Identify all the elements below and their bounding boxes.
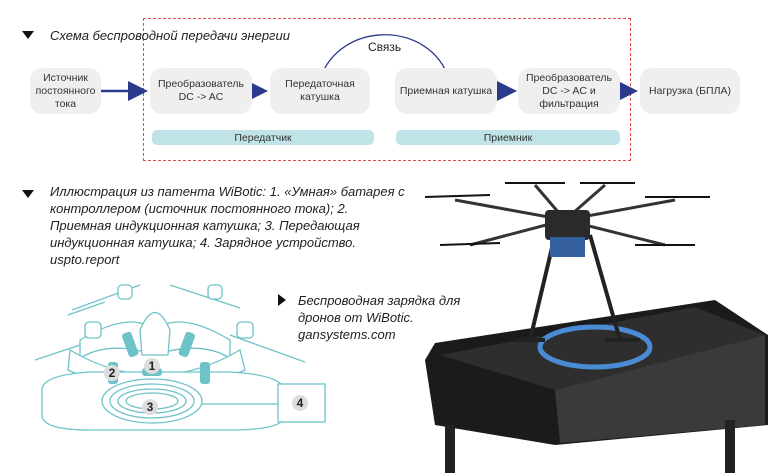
label-4: 4 [297, 396, 304, 410]
scheme-title: Схема беспроводной передачи энергии [50, 28, 290, 43]
label-3: 3 [147, 400, 154, 414]
link-arc [312, 34, 452, 89]
group-receiver: Приемник [396, 130, 620, 145]
block-dc-source: Источник постоянного тока [30, 68, 101, 114]
block-rx-coil: Приемная катушка [395, 68, 497, 114]
block-converter: Преобразователь DC -> AC [150, 68, 252, 114]
collapse-triangle-icon[interactable] [22, 31, 34, 39]
drone-charging-photo [424, 182, 768, 473]
block-tx-coil: Передаточная катушка [270, 68, 370, 114]
label-1: 1 [149, 359, 156, 373]
link-label: Связь [368, 40, 402, 54]
patent-caption: Иллюстрация из патента WiBotic: 1. «Умна… [50, 184, 405, 267]
group-transmitter: Передатчик [152, 130, 374, 145]
block-converter-filter: Преобразователь DC -> AC и фильтрация [518, 68, 620, 114]
block-load: Нагрузка (БПЛА) [640, 68, 740, 114]
patent-drone-illustration: 1 2 3 4 [34, 284, 326, 431]
label-2: 2 [109, 366, 116, 380]
collapse-triangle-icon[interactable] [22, 190, 34, 198]
photo-caption: Беспроводная зарядка для дронов от WiBot… [298, 293, 461, 342]
scheme-arrows [101, 34, 638, 101]
expand-triangle-icon[interactable] [278, 294, 286, 306]
